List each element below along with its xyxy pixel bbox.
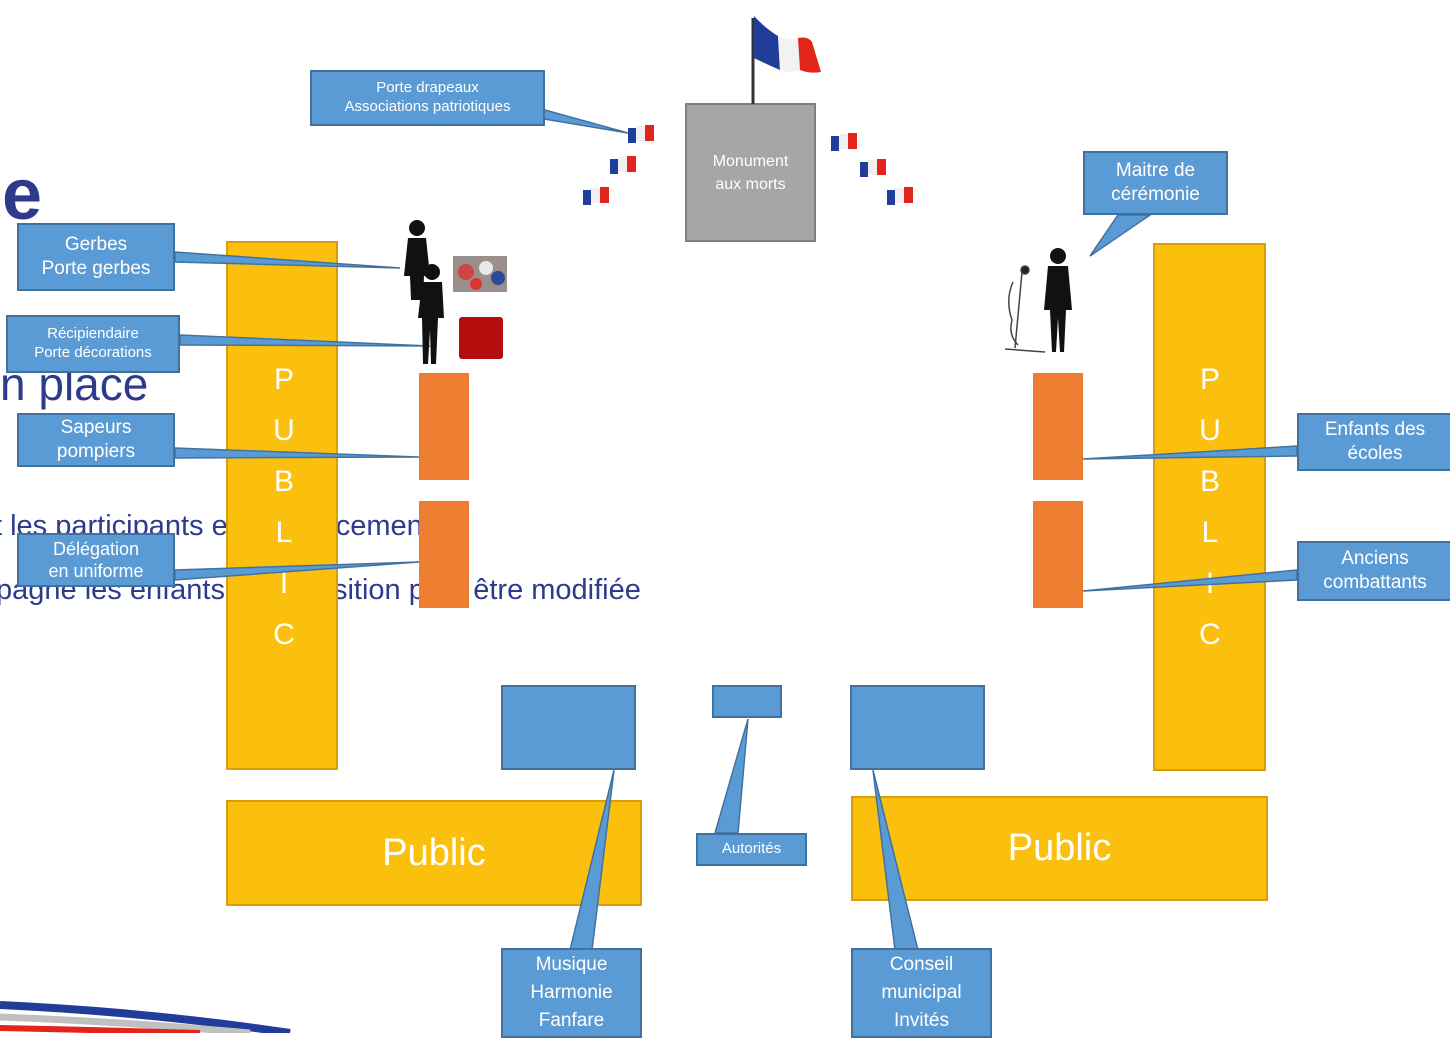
pointer-delegation (174, 561, 420, 581)
pointer-anciens (1082, 569, 1298, 592)
red-cushion-icon (459, 317, 503, 359)
public-left-letters: P U B L I C (273, 363, 295, 651)
anciens-group (1033, 501, 1083, 608)
enfants-group (1033, 373, 1083, 480)
pointer-sapeurs (174, 447, 420, 459)
pointer-recipiendaire (179, 334, 431, 347)
person-silhouette-icon-3 (1044, 248, 1072, 352)
callout-enfants: Enfants des écoles (1297, 413, 1450, 471)
public-left-side (226, 241, 338, 770)
callout-recipiendaire: Récipiendaire Porte décorations (6, 315, 180, 373)
main-french-flag-icon (754, 16, 821, 73)
callout-porte-drapeaux: Porte drapeaux Associations patriotiques (310, 70, 545, 126)
callout-maitre-ceremonie: Maitre de cérémonie (1083, 151, 1228, 215)
microphone-stand-icon (1004, 265, 1046, 353)
small-flags-right (831, 133, 913, 205)
public-bottom-right-label: Public (1007, 827, 1112, 869)
pointer-enfants (1082, 445, 1298, 460)
title-fragment: e (2, 155, 43, 235)
conseil-zone (850, 685, 985, 770)
person-silhouette-icon-2 (418, 264, 444, 364)
delegation-group (419, 501, 469, 608)
sapeurs-group (419, 373, 469, 480)
callout-autorites: Autorités (696, 833, 807, 866)
pointer-conseil (872, 769, 919, 951)
monument-label: Monument aux morts (712, 152, 789, 193)
callout-delegation: Délégation en uniforme (17, 533, 175, 587)
public-bottom-right: Public (851, 796, 1268, 901)
pointer-autorites (714, 718, 749, 834)
public-right-side (1153, 243, 1266, 771)
callout-anciens: Anciens combattants (1297, 541, 1450, 601)
wreath-icon (453, 256, 507, 292)
callout-conseil: Conseil municipal Invités (851, 948, 992, 1038)
monument: Monument aux morts (685, 103, 816, 242)
pointer-maitre (1089, 214, 1153, 257)
public-bottom-left-label: Public (382, 831, 486, 874)
callout-gerbes: Gerbes Porte gerbes (17, 223, 175, 291)
callout-musique: Musique Harmonie Fanfare (501, 948, 642, 1038)
autorites-zone (712, 685, 782, 718)
callout-sapeurs: Sapeurs pompiers (17, 413, 175, 467)
pointer-musique (569, 769, 615, 951)
small-flags-left (583, 125, 654, 205)
musique-zone (501, 685, 636, 770)
public-bottom-left: Public (226, 800, 642, 906)
pointer-gerbes (174, 251, 401, 269)
